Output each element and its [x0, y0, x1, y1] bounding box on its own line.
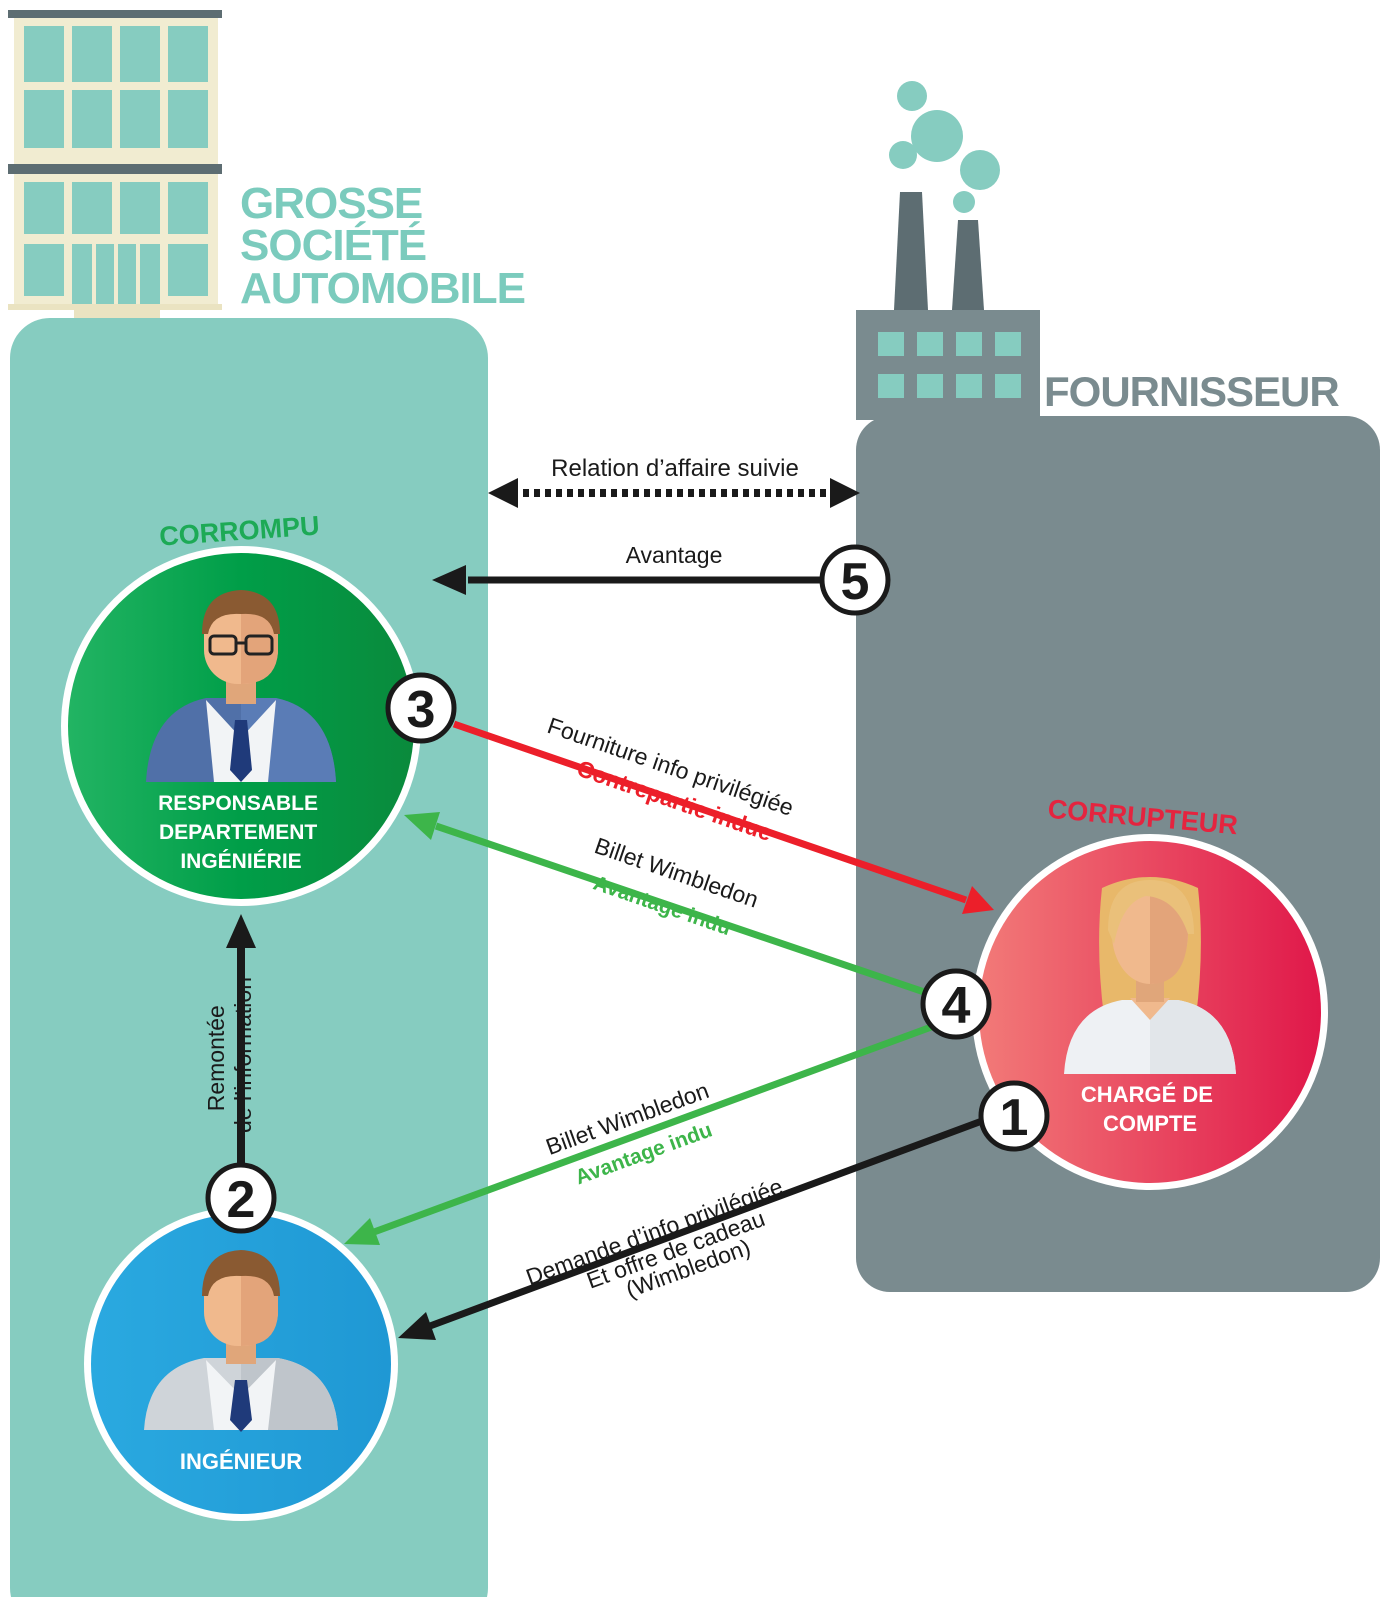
office-building-icon: [8, 10, 222, 318]
engineer-avatar-icon: [144, 1250, 338, 1432]
responsable-line-1: RESPONSABLE: [158, 792, 318, 815]
responsable-title: RESPONSABLE DEPARTEMENT INGÉNIÉRIE: [158, 792, 324, 873]
woman-avatar-icon: [1064, 877, 1236, 1074]
ingenieur-title: INGÉNIEUR: [180, 1449, 302, 1474]
demande-arrow: [398, 1114, 992, 1340]
ingenieur-node: INGÉNIEUR: [84, 1207, 398, 1521]
remontee-arrow: [226, 914, 256, 1176]
remontee-line-1: Remontée: [203, 1005, 229, 1111]
relation-label: Relation d’affaire suivie: [551, 455, 799, 482]
responsable-node: RESPONSABLE DEPARTEMENT INGÉNIÉRIE: [61, 546, 421, 906]
supplier-title: FOURNISSEUR: [1044, 368, 1339, 415]
step-badge-5: 5: [819, 544, 891, 616]
relation-arrow: [488, 478, 860, 508]
step-5-number: 5: [841, 553, 870, 611]
responsable-line-3: INGÉNIÉRIE: [180, 850, 301, 873]
charge-title: CHARGÉ DE COMPTE: [1081, 1082, 1219, 1136]
remontee-line-2: de l’information: [230, 977, 256, 1133]
remontee-label: Remontée de l’information: [203, 977, 256, 1133]
charge-line-1: CHARGÉ DE: [1081, 1082, 1213, 1107]
company-title-line-3: AUTOMOBILE: [240, 264, 525, 313]
charge-line-2: COMPTE: [1103, 1111, 1197, 1136]
company-title: GROSSE SOCIÉTÉ AUTOMOBILE: [240, 179, 525, 313]
company-title-line-2: SOCIÉTÉ: [240, 220, 426, 270]
step-badge-4: 4: [920, 968, 992, 1040]
step-3-number: 3: [407, 681, 436, 739]
step-2-number: 2: [227, 1171, 256, 1229]
step-4-number: 4: [942, 977, 971, 1035]
manager-avatar-icon: [146, 590, 336, 782]
step-badge-3: 3: [385, 672, 457, 744]
avantage-label: Avantage: [626, 542, 723, 568]
avantage-indu-arrow-bottom: [344, 1022, 936, 1245]
factory-icon: [856, 81, 1040, 420]
step-1-number: 1: [1000, 1089, 1029, 1147]
company-title-line-1: GROSSE: [240, 179, 422, 228]
step-badge-2: 2: [205, 1162, 277, 1234]
contrepartie-arrow: [452, 720, 994, 914]
step-badge-1: 1: [978, 1080, 1050, 1152]
avantage-indu-arrow-top: [404, 812, 938, 1000]
charge-node: CHARGÉ DE COMPTE: [972, 834, 1328, 1190]
avantage-arrow: [432, 565, 832, 595]
responsable-line-2: DEPARTEMENT: [159, 821, 317, 844]
demande-label: Demande d’info privilégiée Et offre de c…: [522, 1171, 807, 1334]
